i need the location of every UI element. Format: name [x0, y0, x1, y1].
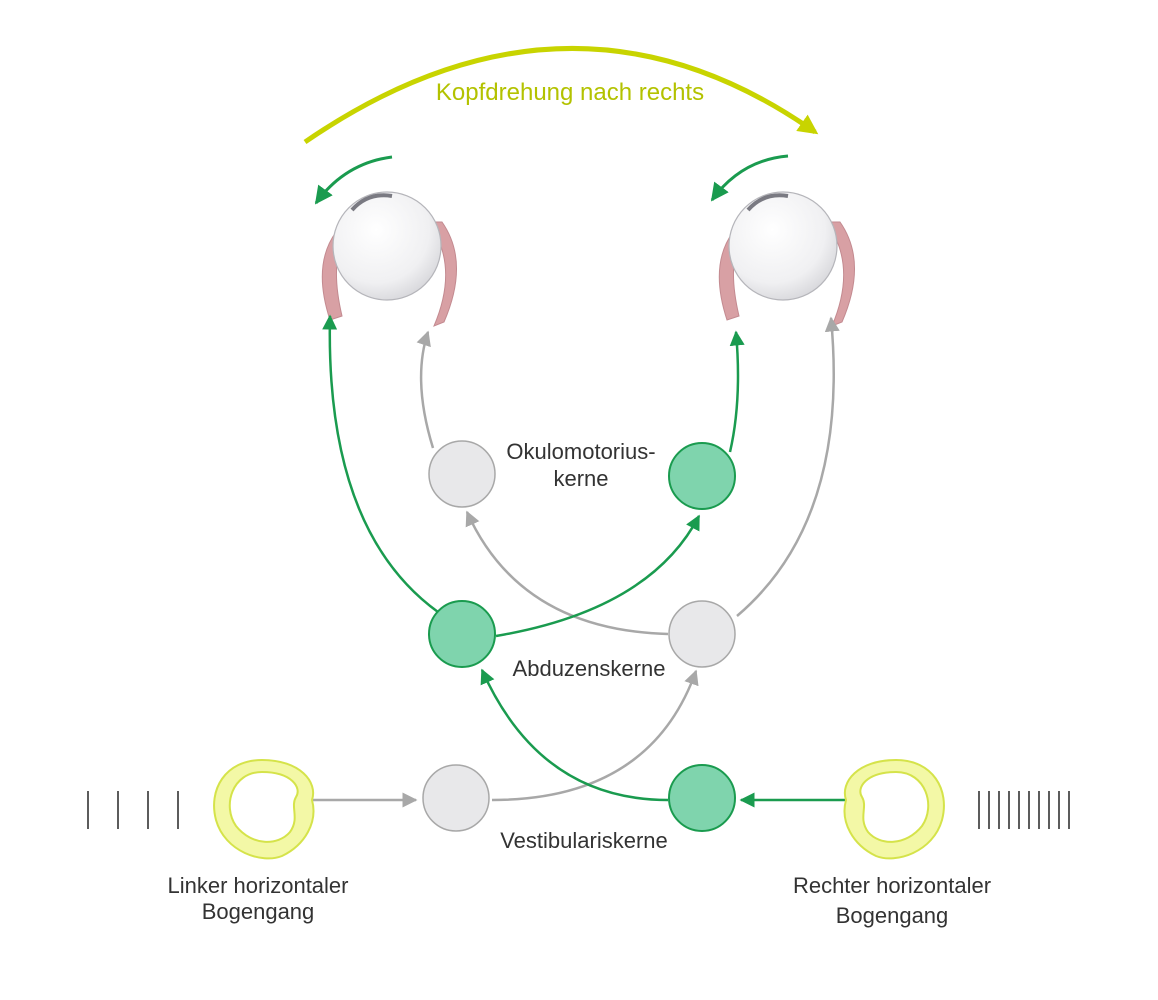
oculomotor-label-line2: kerne: [553, 466, 609, 491]
abducens-label: Abduzenskerne: [512, 656, 666, 681]
right-canal-label-line1: Rechter horizontaler: [792, 873, 992, 898]
right-canal-spike-train: [978, 791, 1070, 829]
right-eye-rotation-arrow: [710, 154, 789, 202]
right-eye-icon: [718, 191, 855, 327]
oculomotor-nucleus-left: [428, 440, 496, 508]
head-turn-label: Kopfdrehung nach rechts: [435, 79, 705, 106]
right-canal-icon: [843, 758, 945, 860]
abducens-right-to-right-eye-lateral-path: [736, 316, 840, 617]
oculomotor-label-line1: Okulomotorius-: [506, 439, 656, 464]
oculomotor-right-to-right-eye-medial-path: [728, 330, 745, 453]
oculomotor-nucleus-right: [668, 442, 736, 510]
vestibular-nucleus-right: [668, 764, 736, 832]
vestibular-label: Vestibulariskerne: [500, 828, 668, 853]
abducens-left-to-left-eye-lateral-path: [322, 314, 439, 614]
abducens-left-to-oculomotor-right-path: [495, 514, 701, 638]
left-canal-icon: [213, 758, 315, 860]
head-turn-arrow: [303, 45, 819, 145]
oculomotor-left-to-left-eye-medial-path: [416, 330, 435, 449]
abducens-right-to-oculomotor-left-path: [465, 510, 669, 636]
left-eye-lateral-muscle: [427, 221, 457, 327]
left-canal-label-line2: Bogengang: [201, 899, 315, 924]
right-eye-lateral-muscle: [825, 221, 855, 327]
abducens-nucleus-right: [668, 600, 736, 668]
vestibular-nucleus-left: [422, 764, 490, 832]
left-canal-label-line1: Linker horizontaler: [167, 873, 349, 898]
left-eye-rotation-arrow: [314, 155, 393, 205]
vestibular-left-to-abducens-right-path: [491, 669, 699, 802]
vestibular-right-to-abducens-left-path: [480, 668, 669, 802]
left-eye-icon: [321, 191, 457, 327]
left-canal-spike-train: [87, 791, 179, 829]
abducens-nucleus-left: [428, 600, 496, 668]
right-canal-label-line2: Bogengang: [835, 903, 949, 928]
